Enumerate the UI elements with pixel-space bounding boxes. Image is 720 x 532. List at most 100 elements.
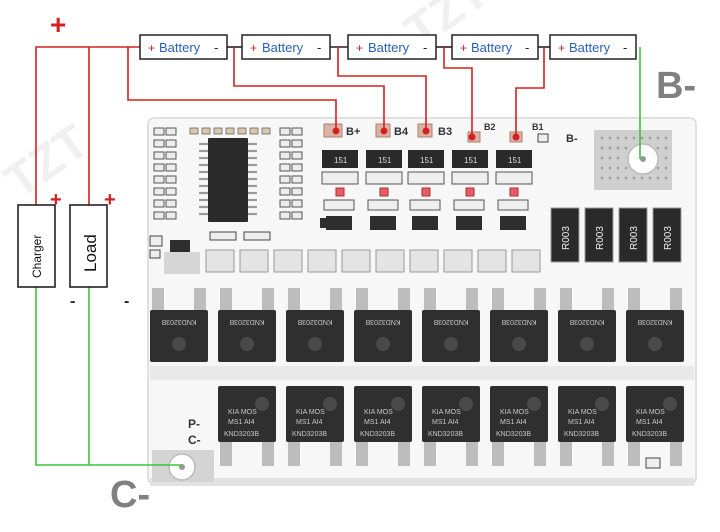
fuse-label: 151 [378, 156, 392, 165]
battery-minus: - [423, 40, 427, 55]
mosfet-line: KND3203B [428, 431, 463, 438]
battery-box [139, 34, 228, 60]
charger-label: Charger [30, 235, 44, 278]
mosfet: KND3203B [286, 288, 344, 362]
battery-label: Battery [262, 40, 304, 55]
wire-tap-b4 [233, 47, 385, 130]
battery-label: Battery [471, 40, 513, 55]
mosfet: KND3203B [150, 288, 208, 362]
battery-plus: + [460, 41, 467, 55]
c-minus-label: C- [110, 474, 150, 516]
mosfet-line: KND3203B [229, 318, 264, 325]
mosfet-line: KND3203B [224, 431, 259, 438]
battery-3: + Battery - [347, 34, 437, 60]
mosfet-line: MS1 AI4 [296, 419, 323, 426]
copper-strip [150, 366, 694, 380]
mosfet: KIA MOS MS1 AI4 KND3203B [354, 386, 412, 466]
mosfet-line: KIA MOS [636, 409, 665, 416]
battery-minus: - [623, 40, 627, 55]
balance-column: 151 [321, 150, 359, 230]
load-minus: - [124, 293, 129, 310]
wire-tap-b3 [337, 47, 427, 130]
mosfet-row-bottom: KIA MOS MS1 AI4 KND3203B KIA MOS MS1 AI4… [218, 386, 684, 466]
mosfet-line: MS1 AI4 [568, 419, 595, 426]
mosfet-line: MS1 AI4 [636, 419, 663, 426]
sense-resistor [652, 207, 682, 263]
sense-resistor-label: R003 [561, 226, 572, 250]
mosfet: KND3203B [218, 288, 276, 362]
battery-plus: + [558, 41, 565, 55]
mosfet: KIA MOS MS1 AI4 KND3203B [422, 386, 480, 466]
mosfet-line: MS1 AI4 [364, 419, 391, 426]
mosfet-row-top: KND3203B KND3203B KND3203B KND3203B [150, 288, 684, 362]
fuse-label: 151 [464, 156, 478, 165]
pad-b1-aux [537, 133, 549, 143]
battery-4: + Battery - [451, 34, 539, 60]
wire-c-minus [35, 287, 182, 466]
battery-5: + Battery - [549, 34, 637, 60]
mosfet: KIA MOS MS1 AI4 KND3203B [626, 386, 684, 466]
balance-column: 151 [407, 150, 445, 230]
mosfet-line: KND3203B [297, 318, 332, 325]
battery-plus: + [356, 41, 363, 55]
b-minus-label: B- [656, 65, 696, 107]
mosfet: KIA MOS MS1 AI4 KND3203B [218, 386, 276, 466]
dotted-pad-left [164, 252, 200, 274]
battery-label: Battery [569, 40, 611, 55]
pad-label-b4: B4 [394, 126, 409, 138]
battery-box [549, 34, 637, 60]
battery-box [241, 34, 331, 60]
charger-minus: - [70, 293, 75, 310]
sense-resistor-label: R003 [595, 226, 606, 250]
pad-label-b2: B2 [484, 122, 496, 132]
mosfet-line: MS1 AI4 [432, 419, 459, 426]
battery-box [347, 34, 437, 60]
battery-1: + Battery - [139, 34, 228, 60]
pad-label-b3: B3 [438, 126, 452, 138]
battery-plus: + [148, 41, 155, 55]
mosfet-line: KND3203B [632, 431, 667, 438]
pad-label-b-plus: B+ [346, 126, 360, 138]
protection-ic [199, 138, 257, 222]
mosfet: KIA MOS MS1 AI4 KND3203B [490, 386, 548, 466]
fuse-label: 151 [334, 156, 348, 165]
b-minus-terminal-pad [594, 130, 672, 190]
mosfet: KND3203B [422, 288, 480, 362]
mosfet-line: KND3203B [496, 431, 531, 438]
mosfet-line: MS1 AI4 [228, 419, 255, 426]
sense-resistor [550, 207, 580, 263]
battery-2: + Battery - [241, 34, 331, 60]
load-label: Load [81, 234, 100, 272]
battery-label: Battery [159, 40, 201, 55]
gate-resistor-row [205, 249, 541, 273]
board-edge-shadow [150, 478, 694, 486]
battery-minus: - [317, 40, 321, 55]
mosfet-line: KND3203B [564, 431, 599, 438]
load-plus: + [104, 189, 116, 211]
smd-resistor-column-right [279, 127, 303, 220]
wires [35, 46, 641, 466]
charger: Charger + [17, 189, 62, 288]
current-sense-resistors: R003 R003 R003 R003 [550, 207, 682, 263]
battery-minus: - [525, 40, 529, 55]
sense-resistor-label: R003 [663, 226, 674, 250]
battery-label: Battery [368, 40, 410, 55]
load-box [69, 204, 108, 288]
mosfet-line: KND3203B [569, 318, 604, 325]
pad-label-b-minus-small: B- [566, 133, 578, 145]
mosfet: KND3203B [558, 288, 616, 362]
sense-resistor [618, 207, 648, 263]
mosfet-line: KND3203B [360, 431, 395, 438]
smd-corner [645, 457, 661, 469]
smd-resistor-column-left [153, 127, 177, 220]
mosfet: KND3203B [626, 288, 684, 362]
mosfet-line: MS1 AI4 [500, 419, 527, 426]
mosfet-line: KIA MOS [500, 409, 529, 416]
fuse-label: 151 [420, 156, 434, 165]
mosfet: KND3203B [354, 288, 412, 362]
mosfet-line: KIA MOS [568, 409, 597, 416]
balance-columns: 151 151 151 [321, 150, 533, 230]
balance-column: 151 [365, 150, 403, 230]
battery-box [451, 34, 539, 60]
